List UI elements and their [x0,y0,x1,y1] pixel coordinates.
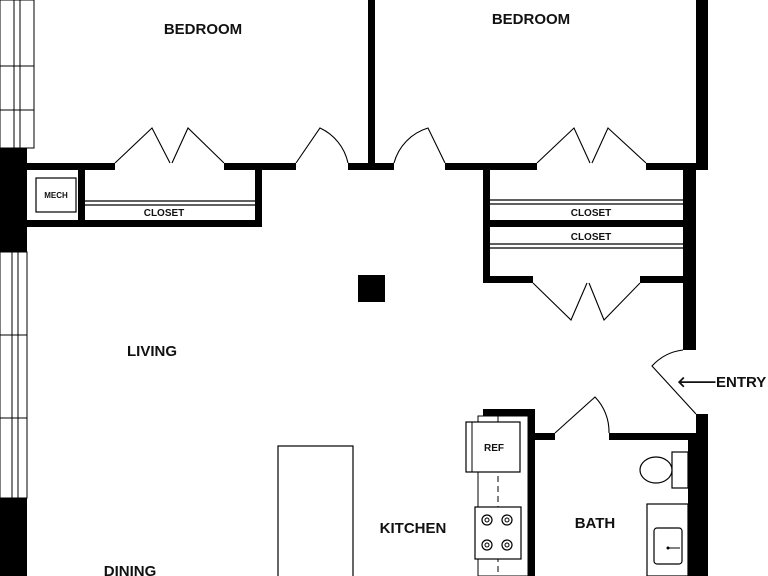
entry-label: ENTRY [716,374,766,391]
interior-walls [27,0,708,576]
room-label-bedroom-left: BEDROOM [164,21,242,38]
left-exterior-wall [0,0,35,576]
window-lower [0,251,28,499]
doors [114,127,697,434]
room-label-kitchen: KITCHEN [380,520,447,537]
kitchen-island [277,445,354,576]
room-label-living: LIVING [127,343,177,360]
room-label-bedroom-right: BEDROOM [492,11,570,28]
closet-shelves [85,199,696,249]
room-label-bath: BATH [575,515,616,532]
room-label-dining: DINING [104,563,157,576]
closet-label-right-upper: CLOSET [571,208,612,219]
window-upper [0,0,35,149]
entry-arrow-icon: 🡐 [677,374,717,391]
toilet [639,451,689,489]
refrigerator: REF [465,421,521,473]
mech-label: MECH [44,191,68,200]
stove [474,506,522,560]
ref-label: REF [484,443,504,454]
sink-vanity [646,503,689,576]
structural-column [358,275,385,302]
mech-closet: MECH [35,177,77,213]
closet-label-right-lower: CLOSET [571,232,612,243]
closet-label-left: CLOSET [144,208,185,219]
